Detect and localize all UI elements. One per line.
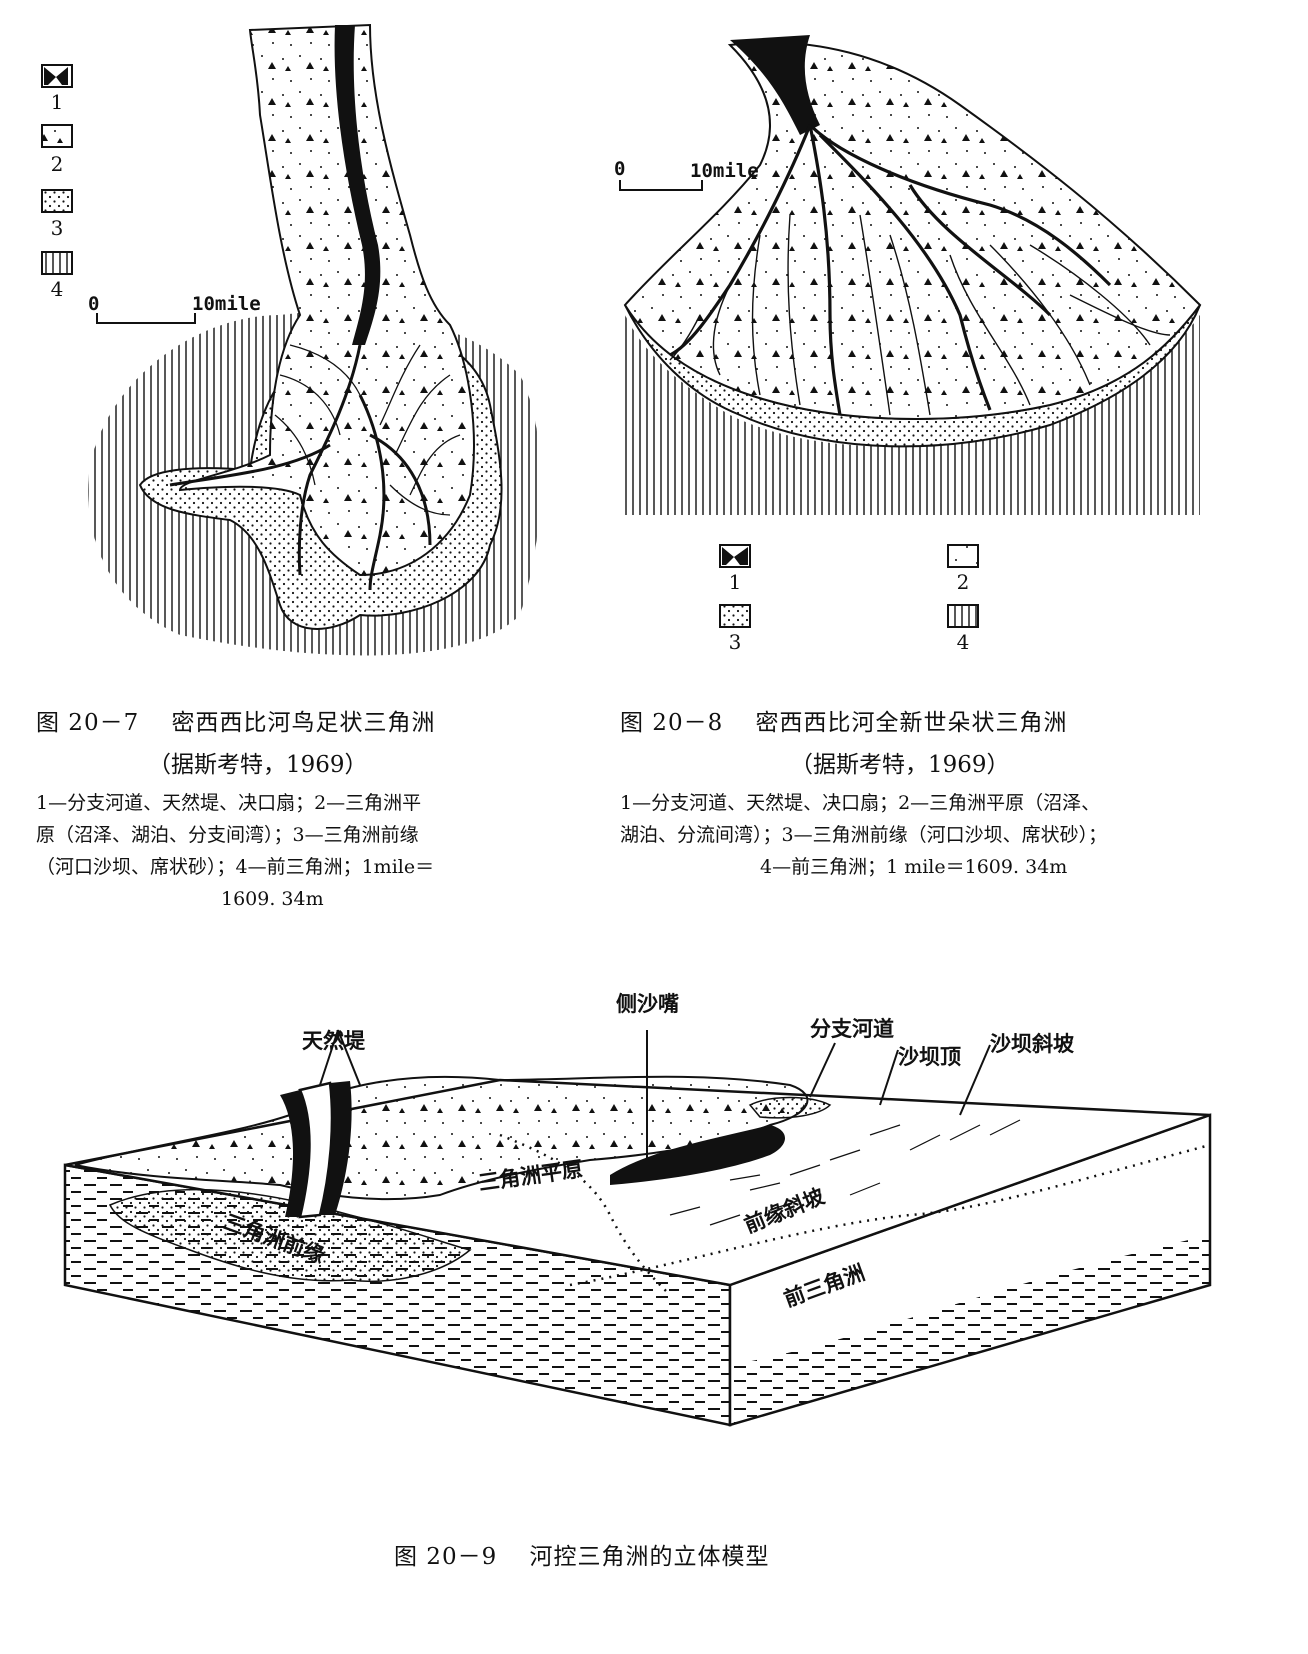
delta-block-model	[63, 1029, 1212, 1427]
legend-4-label: 4	[50, 277, 64, 301]
scale-length: 10mile	[192, 293, 261, 315]
fig8-caption-title: 图 20－8 密西西比河全新世朵状三角洲	[620, 710, 1068, 736]
label-distributary-channel: 分支河道	[810, 1017, 894, 1041]
label-natural-levee: 天然堤	[302, 1029, 365, 1053]
legend-2-label: 2	[50, 152, 64, 176]
fig7-caption-source: （据斯考特，1969）	[148, 752, 368, 778]
bird-foot-delta-map	[41, 23, 541, 656]
legend-1-label: 1	[50, 90, 64, 114]
fig7-legend-line-2: 原（沼泽、湖泊、分支间湾）；3—三角洲前缘	[36, 824, 419, 846]
legend-1-label: 1	[728, 570, 742, 594]
fig7-legend-line-3: （河口沙坝、席状砂）；4—前三角洲；1mile＝	[36, 856, 435, 878]
fig9-caption: 图 20－9 河控三角洲的立体模型	[394, 1544, 770, 1570]
lobate-delta-map	[619, 35, 1202, 628]
label-bar-slope: 沙坝斜坡	[990, 1032, 1074, 1056]
scale-zero: 0	[614, 158, 626, 180]
figure-20-7: 1 2 3 4 0 10mile	[30, 15, 590, 665]
figure-20-9: 天然堤 侧沙嘴 分支河道 沙坝顶 沙坝斜坡 三角洲平原 三角洲前缘 前缘斜坡 前…	[30, 985, 1260, 1455]
fig8-caption-source: （据斯考特，1969）	[790, 752, 1010, 778]
figure-20-8: 1 2 3 4 0 10mile	[610, 15, 1230, 665]
fig7-legend-line-1: 1—分支河道、天然堤、决口扇；2—三角洲平	[36, 792, 422, 814]
legend-4-label: 4	[956, 630, 970, 654]
fig8-legend-line-3: 4—前三角洲；1 mile＝1609. 34m	[760, 856, 1068, 878]
label-bar-crest: 沙坝顶	[898, 1045, 961, 1069]
fig8-legend-line-1: 1—分支河道、天然堤、决口扇；2—三角洲平原（沼泽、	[620, 792, 1101, 814]
scale-length: 10mile	[690, 160, 759, 182]
fig7-caption-legend: 1—分支河道、天然堤、决口扇；2—三角洲平 原（沼泽、湖泊、分支间湾）；3—三角…	[36, 787, 536, 915]
scale-zero: 0	[88, 293, 100, 315]
legend-3-label: 3	[728, 630, 742, 654]
fig8-caption-legend: 1—分支河道、天然堤、决口扇；2—三角洲平原（沼泽、 湖泊、分流间湾）；3—三角…	[620, 787, 1220, 883]
fig7-caption-title: 图 20－7 密西西比河鸟足状三角洲	[36, 710, 436, 736]
fig8-legend-line-2: 湖泊、分流间湾）；3—三角洲前缘（河口沙坝、席状砂）；	[620, 824, 1108, 846]
fig7-legend-line-4: 1609. 34m	[221, 888, 324, 910]
label-lateral-sand-spit: 侧沙嘴	[616, 992, 679, 1016]
legend-3-label: 3	[50, 216, 64, 240]
legend-2-label: 2	[956, 570, 970, 594]
